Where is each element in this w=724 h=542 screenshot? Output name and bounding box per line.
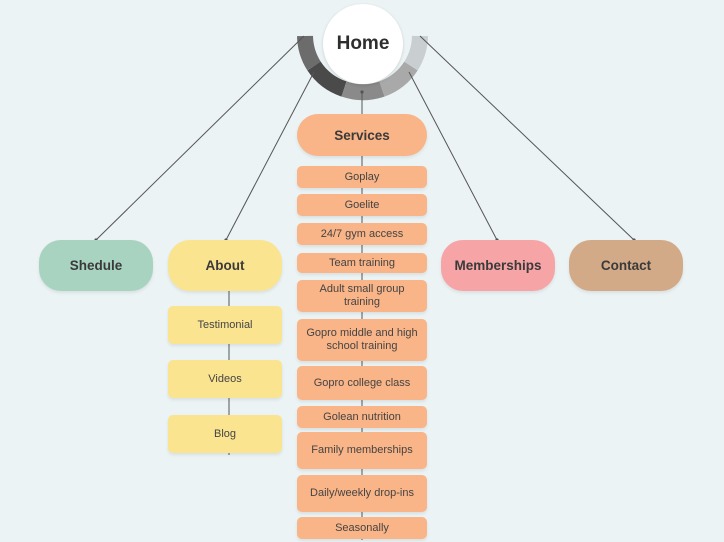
contact-node[interactable]: Contact — [569, 240, 683, 291]
contact-label: Contact — [600, 258, 652, 273]
about-item-videos[interactable]: Videos — [168, 360, 282, 398]
line-home-schedule — [95, 35, 305, 241]
line-home-contact — [419, 35, 635, 241]
services-item-label: Goelite — [344, 198, 380, 211]
services-item-label: Family memberships — [311, 444, 413, 456]
services-node[interactable]: Services — [297, 114, 427, 156]
about-label: About — [205, 258, 245, 273]
services-item-goelite[interactable]: Goelite — [297, 194, 427, 216]
about-node[interactable]: About — [168, 240, 282, 291]
services-item-golean-nutrition[interactable]: Golean nutrition — [297, 406, 427, 428]
services-item-gym-access[interactable]: 24/7 gym access — [297, 223, 427, 245]
services-item-drop-ins[interactable]: Daily/weekly drop-ins — [297, 475, 427, 512]
schedule-label: Shedule — [69, 258, 123, 273]
schedule-node[interactable]: Shedule — [39, 240, 153, 291]
about-item-label: Blog — [213, 427, 237, 440]
home-label: Home — [336, 33, 390, 54]
services-label: Services — [334, 127, 390, 143]
services-item-label: 24/7 gym access — [320, 227, 404, 240]
about-item-blog[interactable]: Blog — [168, 415, 282, 453]
about-item-label: Videos — [208, 372, 242, 385]
memberships-node[interactable]: Memberships — [441, 240, 555, 291]
services-item-adult-small-group[interactable]: Adult small group training — [297, 280, 427, 312]
services-item-team-training[interactable]: Team training — [297, 253, 427, 273]
services-item-label: Goplay — [344, 170, 380, 183]
services-item-label: Adult small group training — [319, 283, 405, 308]
about-item-testimonial[interactable]: Testimonial — [168, 306, 282, 344]
services-item-family-memberships[interactable]: Family memberships — [297, 432, 427, 469]
services-item-gopro-school[interactable]: Gopro middle and high school training — [297, 319, 427, 361]
services-item-label: Golean nutrition — [323, 410, 401, 423]
services-item-gopro-college[interactable]: Gopro college class — [297, 366, 427, 400]
services-item-label: Gopro middle and high school training — [306, 327, 418, 352]
home-node[interactable]: Home — [323, 4, 403, 84]
services-item-label: Seasonally — [335, 521, 389, 534]
services-item-label: Gopro college class — [313, 376, 411, 389]
services-item-label: Daily/weekly drop-ins — [310, 487, 414, 499]
about-item-label: Testimonial — [197, 318, 253, 331]
services-item-label: Team training — [328, 256, 396, 269]
services-item-seasonally[interactable]: Seasonally — [297, 517, 427, 539]
memberships-label: Memberships — [454, 258, 542, 273]
services-item-goplay[interactable]: Goplay — [297, 166, 427, 188]
